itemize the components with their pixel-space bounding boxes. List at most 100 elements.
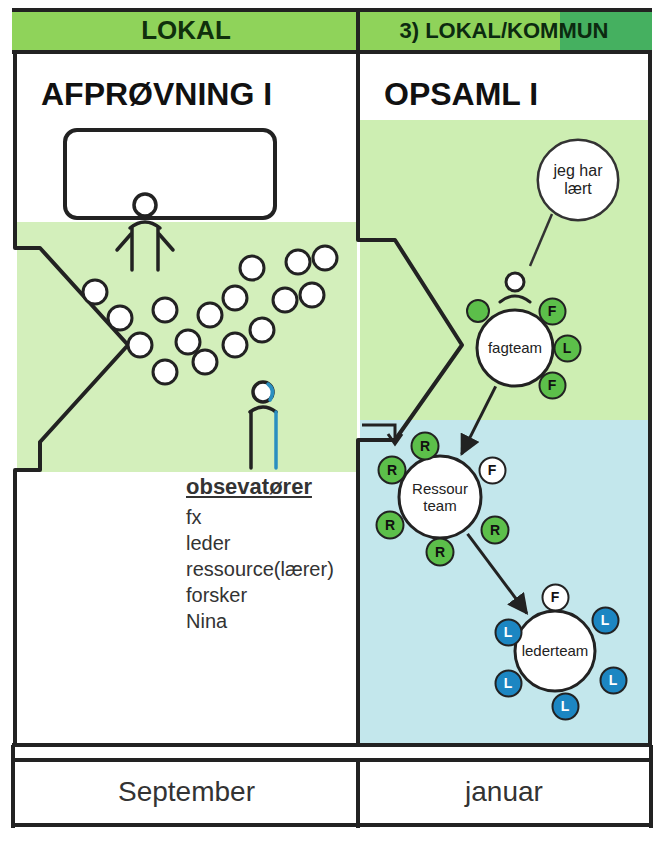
seat-circle: R [425,537,455,567]
node-text: OPSAML I [384,76,538,113]
student-circle [176,330,200,354]
speaker-figure [506,273,524,291]
month-cell: januar [358,760,650,825]
text-wrap: 3) LOKAL/KOMMUN [358,10,650,52]
seat-circle: L [494,618,523,647]
top-bar [12,10,652,52]
text-wrap: F [488,462,497,478]
node-text: L [601,612,610,628]
student-circle [83,280,107,304]
teacher-figure [134,194,156,216]
frame-line [356,10,360,52]
speaker-figure [500,296,530,302]
down-arrow [388,434,402,444]
observer-item: forsker [186,584,247,607]
node-text: L [563,340,572,356]
text-wrap: L [601,612,610,628]
seat-circle: L [494,669,523,698]
text-wrap: LOKAL [14,10,358,52]
team-table-outline [399,456,481,538]
seat-circle-outline [479,457,505,483]
seat-circle-outline [412,433,439,460]
top-bar [12,10,652,52]
student-circle [193,350,217,374]
student-circle [153,360,177,384]
speech-tail [530,214,552,266]
student-circle [198,303,222,327]
node-text: R [490,522,500,538]
node-text: lederteam [522,642,589,659]
seat-circle-outline [482,517,509,544]
empty-seat [467,300,489,322]
teacher-figure [130,222,160,228]
student-circle [273,288,297,312]
seat-circle-outline [539,298,565,324]
observer-item: leder [186,532,230,555]
green-wash [360,120,650,430]
empty-seat [467,300,489,322]
green-wash [17,120,650,472]
flow-arrow [468,534,527,613]
text-wrap: fagteam [488,339,542,356]
teacher-figure [159,234,173,250]
node-text: AFPRØVNING I [41,76,272,113]
text-wrap: L [609,672,618,688]
student-circle [108,306,132,330]
text-wrap: R [490,522,500,538]
node-text: januar [465,776,543,808]
frame-line [12,8,652,12]
speech-tail [530,214,552,266]
seat-circle-outline [427,539,454,566]
node-text: September [118,776,255,808]
node-text: L [504,624,513,640]
seat-circle: L [599,666,628,695]
teacher-figure [117,194,173,270]
scope-band: 3) LOKAL/KOMMUN [358,10,650,52]
team-table-outline [477,310,553,386]
seat-circle: F [538,297,567,326]
phase-panel: OPSAML Ijeg har lærtfagteamFLFRessour te… [358,52,650,745]
screen-symbol [65,130,275,218]
month-cell: September [15,760,358,825]
blue-wash [360,420,650,745]
text-wrap: lederteam [522,642,589,659]
seat-circle-outline [554,335,580,361]
seat-circle-outline [552,693,578,719]
text-wrap: Ressour team [407,480,473,515]
scope-band: LOKAL [14,10,358,52]
seat-circle: L [553,334,582,363]
node-text: R [385,517,395,533]
observer-figure [249,412,253,468]
student-circle [313,246,337,270]
text-wrap: R [387,462,397,478]
node-text: L [561,698,570,714]
node-text: F [488,462,497,478]
text-wrap: F [548,377,557,393]
seat-circle-outline [539,372,565,398]
seat-circle: F [541,583,570,612]
observer-figure [274,412,278,468]
seat-circle: F [538,371,567,400]
screen-symbol [65,130,275,218]
down-arrow [362,425,402,444]
text-wrap: OPSAML I [384,76,538,113]
student-circle [153,298,177,322]
seat-circle-outline [592,607,618,633]
node-text: Ressour team [407,480,473,515]
text-wrap: R [420,438,430,454]
frame-line [12,50,652,54]
node-text: F [548,377,557,393]
text-wrap: L [561,698,570,714]
observer-figure [253,382,273,402]
speech-bubble-outline [538,140,619,221]
student-circle [286,250,310,274]
frame-line [356,760,360,828]
seat-circle: R [375,510,405,540]
seat-circle: F [478,456,507,485]
node-text: L [609,672,618,688]
frame-line [648,52,652,745]
text-wrap: F [548,303,557,319]
observer-item: ressource(lærer) [186,558,334,581]
node-text: LOKAL [141,16,231,46]
